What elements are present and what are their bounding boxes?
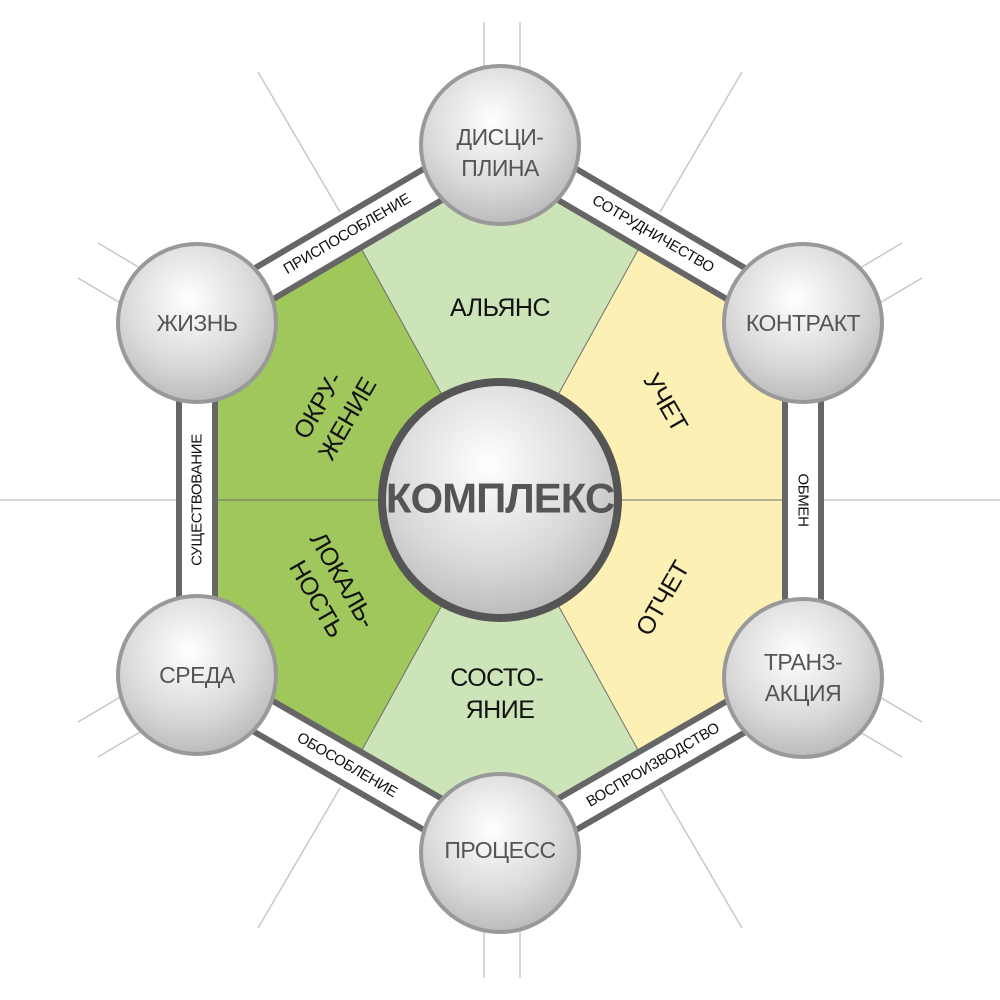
svg-text:КОНТРАКТ: КОНТРАКТ (746, 310, 861, 336)
node-lower-right: ТРАНЗ-АКЦИЯ (722, 597, 884, 759)
node-lower-left: СРЕДА (116, 594, 278, 756)
node-top: ДИСЦИ-ПЛИНА (419, 64, 581, 226)
sector-top (224, 145, 776, 500)
node-bottom: ПРОЦЕСС (419, 772, 581, 934)
sector-label-bottom: СОСТО- ЯНИЕ (450, 664, 550, 724)
svg-text:СРЕДА: СРЕДА (159, 662, 236, 688)
center-label: КОМПЛЕКС (386, 475, 615, 522)
svg-text:ДИСЦИ-ПЛИНА: ДИСЦИ-ПЛИНА (457, 124, 544, 181)
svg-text:ПРОЦЕСС: ПРОЦЕСС (444, 837, 555, 863)
node-upper-left: ЖИЗНЬ (116, 242, 278, 404)
node-upper-right: КОНТРАКТ (722, 242, 884, 404)
center-node: КОМПЛЕКС (378, 378, 622, 622)
edge-label-right: ОБМЕН (795, 473, 812, 526)
svg-text:ЖИЗНЬ: ЖИЗНЬ (157, 310, 238, 336)
edge-label-left: СУЩЕСТВОВАНИЕ (189, 434, 206, 566)
sector-label-top: АЛЬЯНС (450, 294, 551, 322)
background-rays (0, 22, 1000, 978)
sector-bottom (224, 500, 776, 853)
node-label: ДИСЦИ- (457, 124, 544, 150)
svg-text:ТРАНЗ-АКЦИЯ: ТРАНЗ-АКЦИЯ (764, 649, 842, 706)
